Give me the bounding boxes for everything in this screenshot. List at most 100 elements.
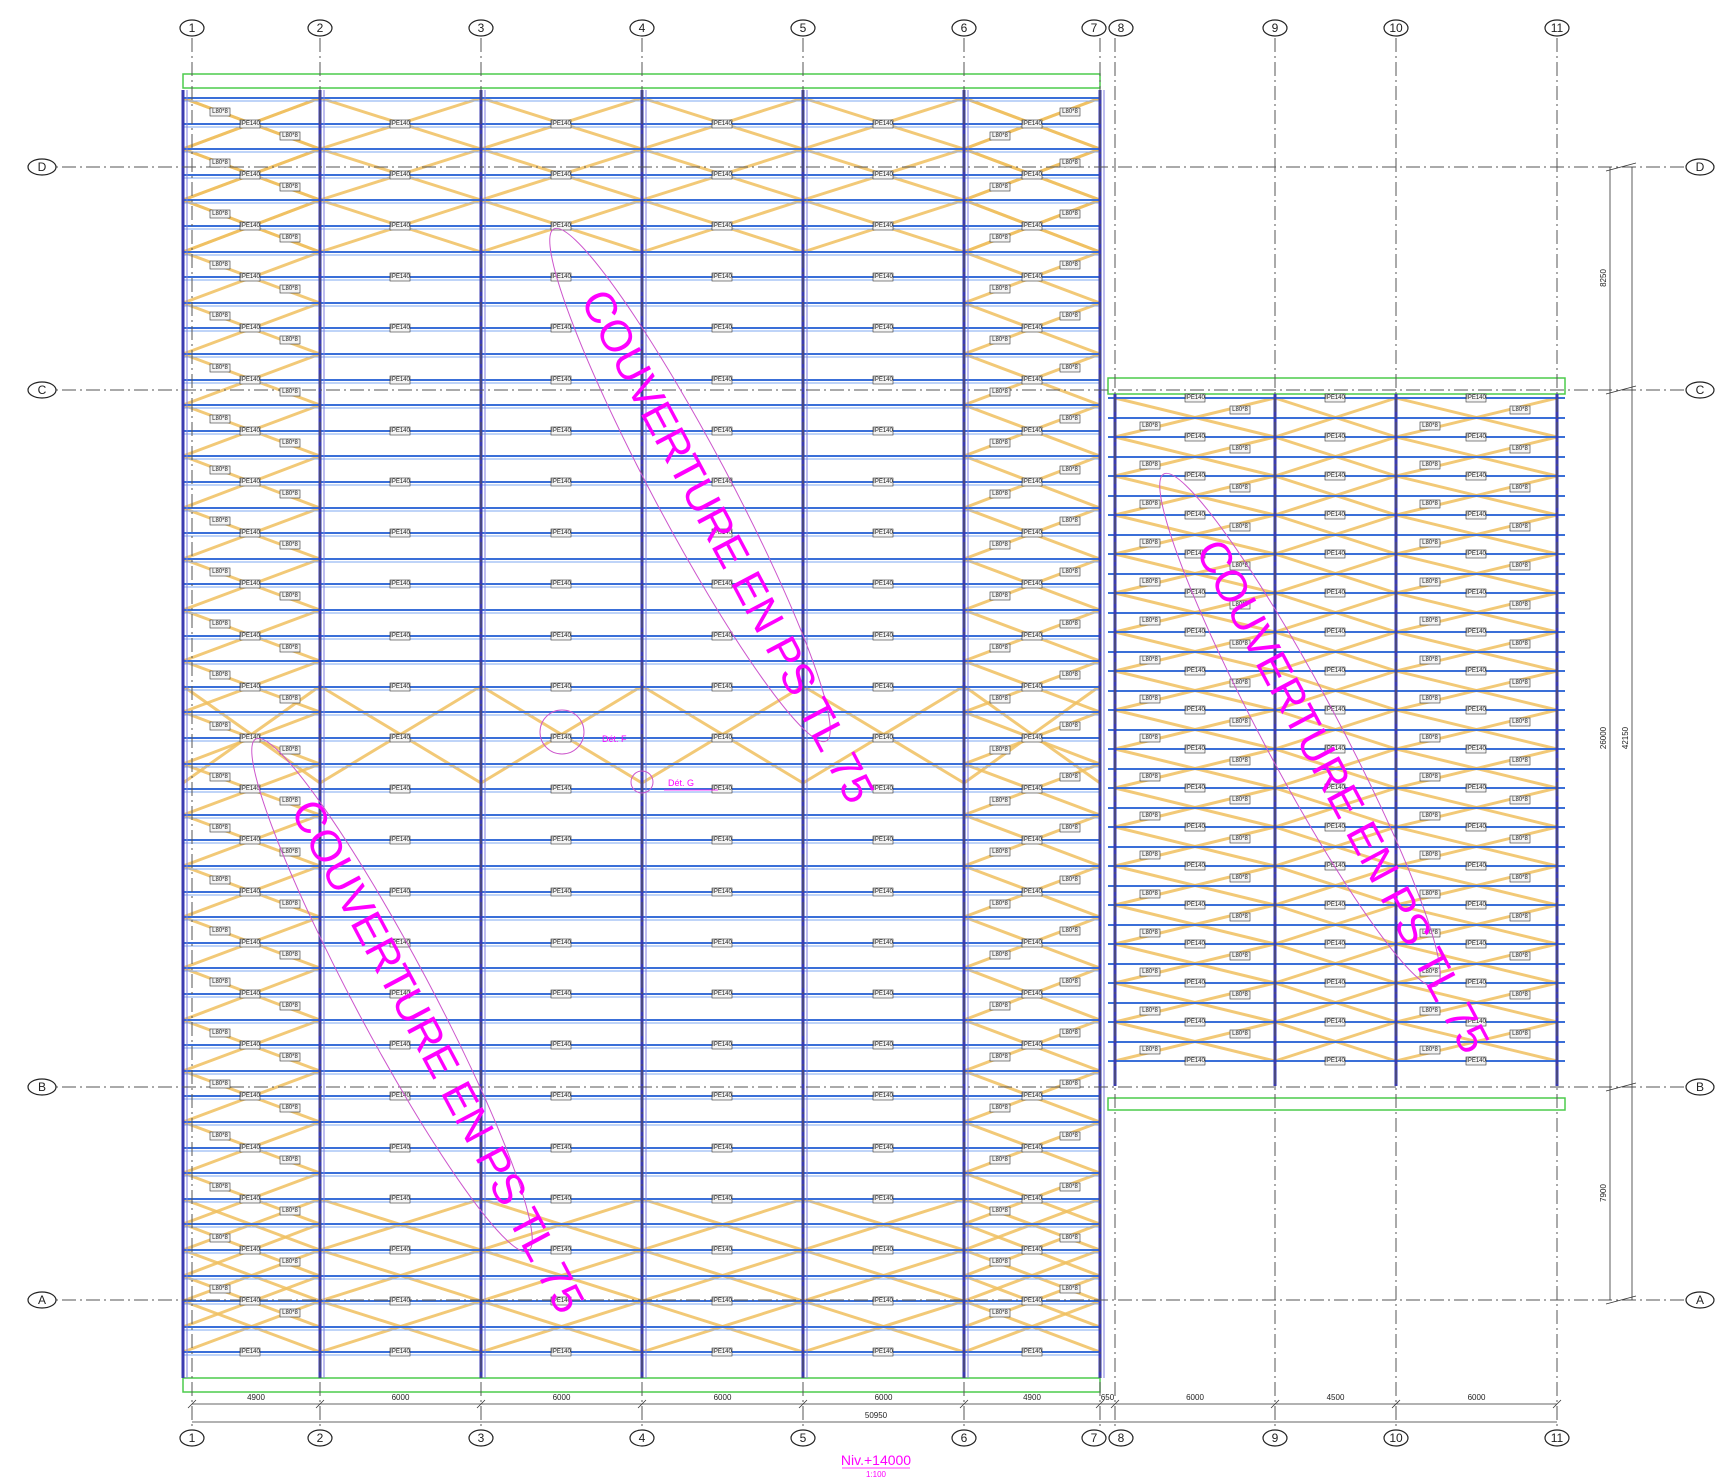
member-tag — [989, 1206, 1011, 1216]
member-tag-text: L80*8 — [282, 747, 298, 753]
member-tag-text: IPE140 — [873, 735, 893, 741]
member-tag-text: IPE140 — [240, 786, 260, 792]
grid-bubble-label: 10 — [1389, 21, 1403, 35]
member-tag-text: IPE140 — [390, 684, 410, 690]
member-tag — [872, 323, 894, 333]
member-tag-text: IPE140 — [1022, 991, 1042, 997]
member-tag — [389, 528, 411, 538]
member-tag — [1139, 538, 1161, 548]
member-tag-text: L80*8 — [1512, 563, 1528, 569]
member-tag — [989, 847, 1011, 857]
member-tag — [1509, 405, 1531, 415]
member-tag — [989, 438, 1011, 448]
member-tag-text: L80*8 — [1232, 641, 1248, 647]
member-tag — [1139, 967, 1161, 977]
member-tag-text: L80*8 — [1232, 719, 1248, 725]
member-tag-text: L80*8 — [1422, 813, 1438, 819]
member-tag — [1465, 471, 1487, 481]
member-tag-text: IPE140 — [240, 479, 260, 485]
grid-bubble-label: A — [38, 1293, 46, 1307]
member-tag — [872, 733, 894, 743]
member-tag-text: L80*8 — [282, 491, 298, 497]
member-tag — [1324, 666, 1346, 676]
member-tag-text: L80*8 — [1142, 423, 1158, 429]
member-tag — [279, 284, 301, 294]
member-tag-text: IPE140 — [1022, 377, 1042, 383]
member-tag — [872, 631, 894, 641]
member-tag-text: L80*8 — [1422, 969, 1438, 975]
member-tag-text: L80*8 — [1422, 423, 1438, 429]
member-tag-text: IPE140 — [1185, 1019, 1205, 1025]
member-tag-text: IPE140 — [1185, 707, 1205, 713]
member-tag — [1059, 107, 1081, 117]
member-tag-text: L80*8 — [282, 389, 298, 395]
grid-bubble-label: 7 — [1091, 21, 1098, 35]
member-tag-text: IPE140 — [240, 1247, 260, 1253]
member-tag-text: IPE140 — [1466, 785, 1486, 791]
member-tag-text: IPE140 — [873, 1298, 893, 1304]
member-tag — [711, 938, 733, 948]
member-tag — [1184, 588, 1206, 598]
member-tag — [389, 1194, 411, 1204]
member-tag — [1059, 1028, 1081, 1038]
member-tag-text: IPE140 — [712, 428, 732, 434]
member-tag-text: L80*8 — [1232, 1031, 1248, 1037]
member-tag — [872, 1091, 894, 1101]
member-tag — [279, 591, 301, 601]
member-tag — [1419, 733, 1441, 743]
member-tag-text: IPE140 — [1466, 512, 1486, 518]
member-tag-text: IPE140 — [551, 121, 571, 127]
member-tag — [389, 784, 411, 794]
member-tag-text: IPE140 — [1325, 590, 1345, 596]
member-tag — [1139, 889, 1161, 899]
member-tag — [1021, 631, 1043, 641]
member-tag — [872, 119, 894, 129]
roof-note-text: COUVERTURE EN PS TL 75 — [281, 792, 594, 1322]
member-tag — [1229, 795, 1251, 805]
member-tag — [989, 1103, 1011, 1113]
member-tag-text: IPE140 — [390, 1145, 410, 1151]
member-tag-text: IPE140 — [240, 325, 260, 331]
member-tag-text: IPE140 — [712, 479, 732, 485]
member-tag — [989, 950, 1011, 960]
member-tag — [389, 579, 411, 589]
member-tag-text: IPE140 — [1185, 902, 1205, 908]
member-tag — [1324, 861, 1346, 871]
grid-bubble-5 — [790, 19, 816, 37]
member-tag-text: L80*8 — [1422, 579, 1438, 585]
member-tag-text: IPE140 — [390, 1093, 410, 1099]
edge-beam-right-top — [1107, 377, 1566, 395]
grid-bubble-D — [27, 158, 57, 176]
member-tag — [1059, 516, 1081, 526]
member-tag — [550, 323, 572, 333]
member-tag-text: IPE140 — [1022, 581, 1042, 587]
member-tag — [1139, 421, 1161, 431]
member-tag-text: L80*8 — [992, 696, 1008, 702]
purlin-layer — [183, 97, 1565, 1356]
dimension-value: 42150 — [1621, 726, 1630, 749]
member-tag-text: IPE140 — [390, 1196, 410, 1202]
member-tag — [872, 682, 894, 692]
member-tag-text: L80*8 — [1062, 416, 1078, 422]
grid-bubble-label: D — [1696, 160, 1705, 174]
member-tag-text: IPE140 — [1325, 1058, 1345, 1064]
member-tag-text: IPE140 — [712, 530, 732, 536]
member-tag-text: IPE140 — [551, 1247, 571, 1253]
member-tag-text: L80*8 — [992, 1157, 1008, 1163]
member-tag-text: L80*8 — [1512, 914, 1528, 920]
member-tag-text: IPE140 — [873, 121, 893, 127]
member-tag — [389, 938, 411, 948]
member-tag-text: L80*8 — [992, 1054, 1008, 1060]
member-tag — [1509, 561, 1531, 571]
member-tag — [1139, 499, 1161, 509]
grid-bubble-6 — [951, 1429, 977, 1447]
member-tag — [209, 721, 231, 731]
member-tag — [1059, 823, 1081, 833]
member-tag-text: IPE140 — [1022, 325, 1042, 331]
member-tag-text: IPE140 — [1325, 434, 1345, 440]
member-tag-text: IPE140 — [1466, 551, 1486, 557]
grid-bubble-7 — [1081, 19, 1107, 37]
member-tag-text: IPE140 — [240, 428, 260, 434]
grid-bubble-7 — [1081, 1429, 1107, 1447]
member-tag — [989, 796, 1011, 806]
